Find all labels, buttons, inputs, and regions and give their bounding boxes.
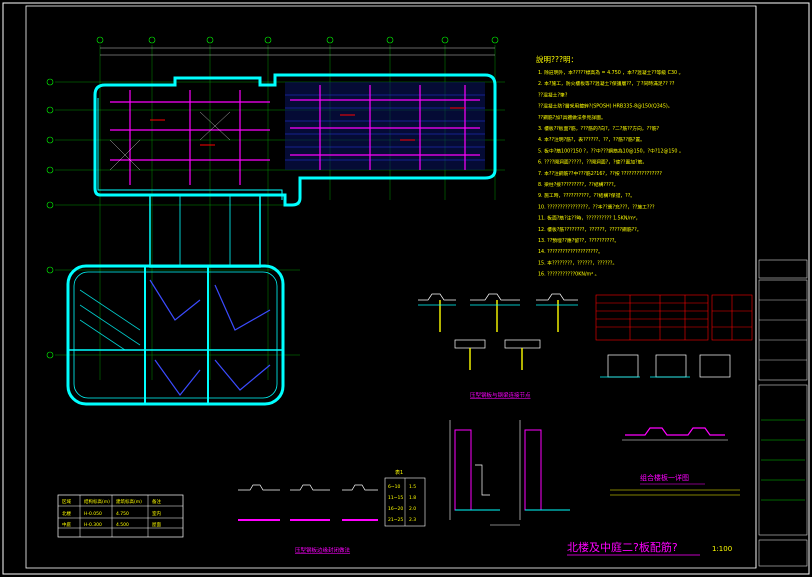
- note-line: 12. 樓板?筋????????，??????，?????鋼筋??。: [538, 226, 642, 233]
- span-cell: 2.3: [409, 517, 416, 523]
- detail-b-caption: 压型钢板边缘封闭做法: [295, 546, 351, 554]
- elevation-cell: 结构标高(m): [84, 498, 110, 505]
- atrium-outline: [66, 264, 285, 406]
- note-line: 15. 本????????，??????，??????。: [538, 259, 617, 266]
- note-line: 5. 板中?筋100?150 ?，??中???鋼筋為10@150，?中?12@1…: [538, 147, 684, 154]
- deck-details: 压型钢板与钢梁连接节点: [418, 293, 578, 399]
- elevation-cell: 屋面: [152, 522, 161, 528]
- elevation-cell: 室内: [152, 510, 161, 517]
- elevation-cell: 中庭: [62, 521, 71, 528]
- notes-heading: 說明???明：: [536, 54, 578, 64]
- span-table-heading: 表1: [395, 469, 403, 476]
- composite-slab-detail: 组合楼板一详图: [610, 427, 740, 496]
- detail-a-caption: 压型钢板与钢梁连接节点: [470, 391, 531, 399]
- note-line: ??鋼筋?加?具體做法參見詳圖。: [538, 114, 606, 121]
- note-line: 9. 施工時，??????????，??結構?保證，??。: [538, 192, 635, 199]
- span-cell: 11~15: [388, 495, 403, 501]
- composite-caption: 组合楼板一详图: [640, 473, 689, 482]
- elevation-cell: H-0.050: [84, 511, 102, 517]
- span-table: 表1 6~10 1.5 11~15 1.8 16~20 2.0 21~25 2.3: [384, 469, 426, 527]
- note-line: ??混凝土?筆?: [538, 91, 568, 98]
- note-line: 3. 樓板??板面?筋，???筋的?向?，?二?筋??方向，??筋?: [538, 125, 659, 132]
- edge-details: 压型钢板边缘封闭做法: [238, 484, 378, 554]
- note-line: 2. 本?施工，防火樓板等??混凝土?保護層??，了?同時滿足?? ??: [538, 80, 675, 87]
- note-line: 13. ??預埋??應?留??，??????????。: [538, 237, 619, 244]
- note-line: 6. ????開洞面?????，??開洞面?，?使??置加?筋。: [538, 159, 647, 166]
- note-line: ??混凝土防?層采用鍍鋅?(SPOSH) HRB335-8@150(Q345)。: [538, 103, 673, 110]
- elevation-cell: 4.500: [116, 522, 129, 528]
- notes-list: 1. 除註明外，本?????標高為 = 4.750 ，本??混凝土??等級 C3…: [538, 69, 684, 278]
- note-line: 10. ????????????????，??本??應?充???，??施工???: [538, 203, 655, 210]
- span-cell: 1.5: [409, 484, 416, 490]
- reinforcement-tables: [595, 294, 753, 341]
- elevation-cell: 北楼: [62, 510, 71, 517]
- rebar-lines: [110, 85, 480, 185]
- span-cell: 1.8: [409, 495, 416, 501]
- note-line: 11. 板面?筋?注??時，?????????? 1.5KN/m²，: [538, 215, 640, 222]
- note-line: 1. 除註明外，本?????標高為 = 4.750 ，本??混凝土??等級 C3…: [538, 69, 683, 76]
- drawing-title: 北楼及中庭二?板配筋?: [567, 540, 678, 554]
- span-cell: 6~10: [388, 484, 400, 490]
- link-corridor: [149, 194, 261, 268]
- note-line: 4. 本??注明?筋?，表??????、??，??筋??筋?置。: [538, 136, 645, 143]
- note-line: 7. 本??注鋼筋??中???筋2?16?，??按 ??????????????…: [538, 170, 662, 177]
- north-building-wall: [93, 73, 497, 207]
- drawing-scale: 1:100: [712, 545, 732, 553]
- elevation-cell: H-0.300: [84, 522, 102, 528]
- elevation-cell: 4.750: [116, 511, 129, 517]
- grid-bubbles: [46, 36, 499, 359]
- note-line: 8. 梁柱?接?????????，??結構????。: [538, 181, 618, 188]
- note-line: 16. ???????????0KN/m² 。: [538, 272, 599, 278]
- elevation-cell: 建筑标高(m): [116, 498, 142, 505]
- elevation-cell: 区域: [62, 498, 71, 505]
- span-cell: 2.0: [409, 506, 416, 512]
- span-cell: 21~25: [388, 517, 403, 523]
- wall-sections: [449, 420, 570, 526]
- span-cell: 16~20: [388, 506, 403, 512]
- general-notes: 說明???明： 1. 除註明外，本?????標高為 = 4.750 ，本??混凝…: [536, 54, 684, 278]
- title-block: [755, 6, 808, 568]
- atrium-rebar: [149, 279, 271, 396]
- elevation-cell: 备注: [152, 498, 161, 505]
- note-line: 14. ????????????????????。: [538, 249, 603, 255]
- section-details: [600, 354, 731, 378]
- floor-plan: [46, 36, 505, 406]
